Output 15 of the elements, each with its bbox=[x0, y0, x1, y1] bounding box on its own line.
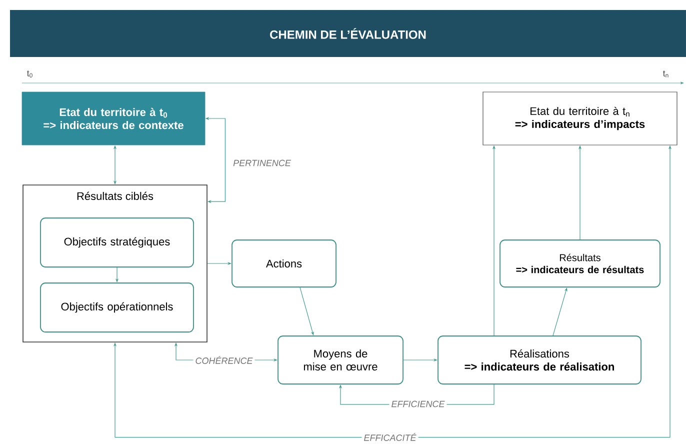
process-box: Moyens de mise en œuvre bbox=[278, 336, 404, 384]
objective-box: Objectifs stratégiques bbox=[40, 218, 194, 268]
title-banner: CHEMIN DE L’ÉVALUATION bbox=[10, 10, 686, 57]
time-label: t$_{0}$ bbox=[26, 70, 32, 78]
process-box: Actions bbox=[232, 240, 336, 288]
output-box: Réalisations => indicateurs de réalisation bbox=[438, 336, 642, 384]
edge-label: EFFICIENCE bbox=[389, 398, 447, 410]
time-label: t$_{n}$ bbox=[662, 70, 668, 78]
state-box: Etat du territoire à t$_{0}$ => indicateurs de contexte bbox=[22, 92, 206, 146]
edge-label: PERTINENCE bbox=[231, 158, 293, 168]
objective-box: Objectifs opérationnels bbox=[40, 282, 194, 332]
output-box: Résultats => indicateurs de résultats bbox=[500, 240, 660, 288]
state-box: Etat du territoire à t$_{n}$ => indicateurs d’impacts bbox=[482, 92, 678, 146]
edge-label: COHÉRENCE bbox=[193, 354, 255, 366]
edge-label: EFFICACITÉ bbox=[362, 431, 418, 443]
